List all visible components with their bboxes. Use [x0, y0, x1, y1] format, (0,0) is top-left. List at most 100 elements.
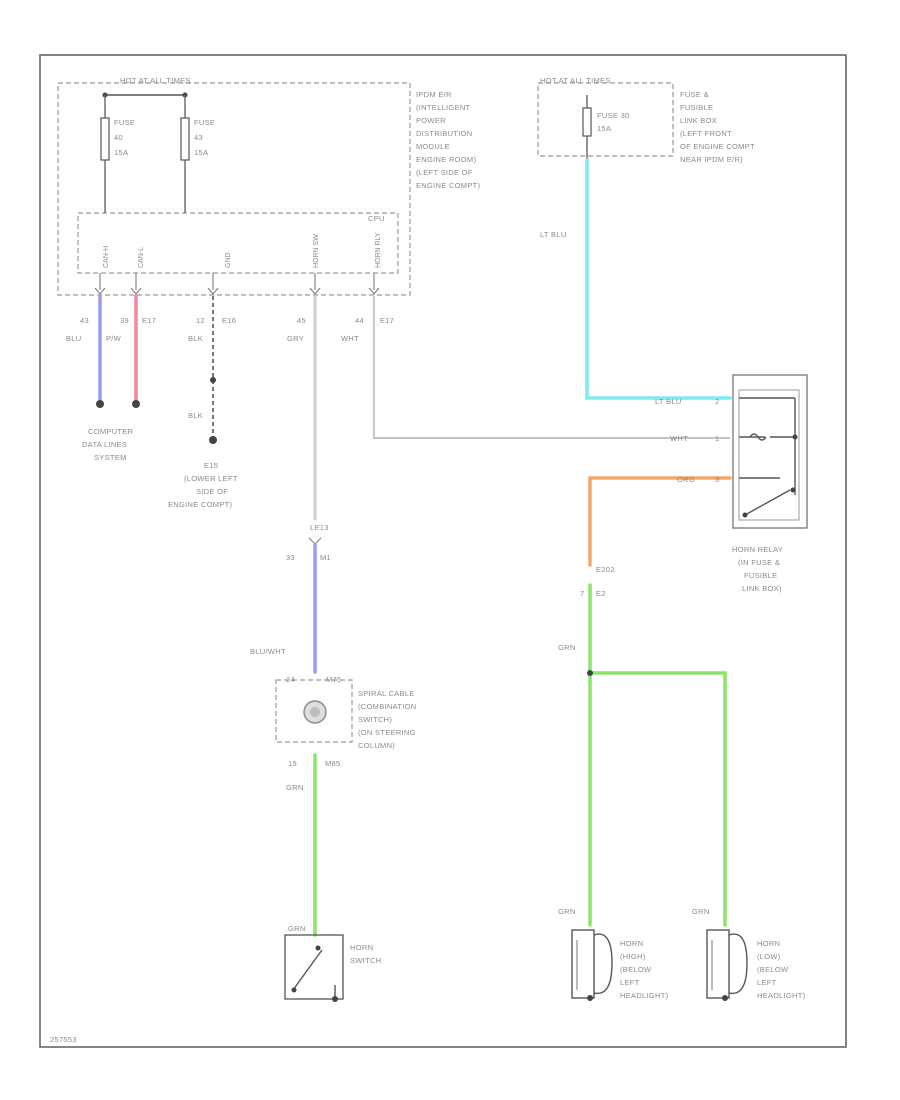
- svg-text:M1: M1: [320, 553, 331, 562]
- ipdm-hot-label: HOT AT ALL TIMES: [120, 76, 191, 85]
- figure-id: 257553: [50, 1035, 77, 1044]
- svg-text:DISTRIBUTION: DISTRIBUTION: [416, 129, 473, 138]
- svg-text:FUSIBLE: FUSIBLE: [680, 103, 713, 112]
- svg-text:E15: E15: [204, 461, 218, 470]
- svg-text:15A: 15A: [114, 148, 128, 157]
- svg-text:15: 15: [288, 759, 297, 768]
- ground-e15-icon: [209, 436, 217, 444]
- svg-text:12: 12: [196, 316, 205, 325]
- fuse-40-icon: [100, 117, 110, 161]
- ipdm-description: IPDM E/R (INTELLIGENT POWER DISTRIBUTION…: [416, 90, 480, 190]
- svg-text:M85: M85: [325, 759, 341, 768]
- svg-text:COMPUTER: COMPUTER: [88, 427, 134, 436]
- svg-text:(LEFT SIDE OF: (LEFT SIDE OF: [416, 168, 473, 177]
- svg-text:(LOW): (LOW): [757, 952, 781, 961]
- svg-text:HEADLIGHT): HEADLIGHT): [620, 991, 669, 1000]
- spiral-cable-label: SPIRAL CABLE (COMBINATION SWITCH) (ON ST…: [358, 689, 416, 750]
- svg-text:43: 43: [194, 133, 203, 142]
- svg-text:GRN: GRN: [558, 907, 576, 916]
- fuse-link-box: [537, 82, 674, 157]
- svg-text:LINK BOX: LINK BOX: [680, 116, 717, 125]
- relay-coil-icon: [749, 433, 767, 441]
- svg-text:(LOWER LEFT: (LOWER LEFT: [184, 474, 238, 483]
- svg-text:BLU/WHT: BLU/WHT: [250, 647, 286, 656]
- svg-text:HORN: HORN: [757, 939, 780, 948]
- svg-text:MODULE: MODULE: [416, 142, 450, 151]
- fuse-box-description: FUSE & FUSIBLE LINK BOX (LEFT FRONT OF E…: [680, 90, 755, 164]
- horn-relay-label: HORN RELAY (IN FUSE & FUSIBLE LINK BOX): [732, 545, 783, 593]
- svg-text:(HIGH): (HIGH): [620, 952, 646, 961]
- wire-org: [588, 476, 732, 567]
- svg-text:LE13: LE13: [310, 523, 329, 532]
- svg-text:E17: E17: [380, 316, 394, 325]
- svg-text:BLK: BLK: [188, 334, 203, 343]
- svg-text:45: 45: [297, 316, 306, 325]
- horn-high-label: HORN (HIGH) (BELOW LEFT HEADLIGHT): [620, 939, 669, 1000]
- svg-text:E202: E202: [596, 565, 615, 574]
- svg-text:39: 39: [120, 316, 129, 325]
- svg-text:(INTELLIGENT: (INTELLIGENT: [416, 103, 471, 112]
- horn-low-icon: [706, 929, 748, 1001]
- svg-text:44: 44: [355, 316, 364, 325]
- svg-text:HORN SW: HORN SW: [313, 234, 320, 268]
- svg-text:GRN: GRN: [692, 907, 710, 916]
- svg-text:FUSE &: FUSE &: [680, 90, 709, 99]
- svg-text:GRN: GRN: [558, 643, 576, 652]
- horn-switch-label: HORN SWITCH: [350, 943, 381, 965]
- horn-relay-box: [732, 374, 808, 529]
- svg-text:HORN: HORN: [620, 939, 643, 948]
- svg-text:33: 33: [286, 553, 295, 562]
- svg-text:CAN-L: CAN-L: [138, 247, 145, 268]
- ipdm-cpu-box: [77, 212, 399, 274]
- svg-text:ENGINE ROOM): ENGINE ROOM): [416, 155, 476, 164]
- svg-text:HORN RLY: HORN RLY: [375, 232, 382, 268]
- svg-text:HEADLIGHT): HEADLIGHT): [757, 991, 806, 1000]
- svg-text:2: 2: [715, 397, 719, 406]
- svg-text:FUSE: FUSE: [194, 118, 215, 127]
- svg-text:LINK BOX): LINK BOX): [742, 584, 782, 593]
- svg-text:1: 1: [715, 434, 719, 443]
- svg-text:43: 43: [80, 316, 89, 325]
- ipdm-pin-markers: [94, 287, 380, 295]
- svg-text:E16: E16: [222, 316, 236, 325]
- svg-text:WHT: WHT: [341, 334, 359, 343]
- wire-lt-blu: [585, 158, 732, 400]
- svg-text:SPIRAL CABLE: SPIRAL CABLE: [358, 689, 415, 698]
- svg-text:GRN: GRN: [286, 783, 304, 792]
- ipdm-cpu-label: CPU: [368, 214, 385, 223]
- computer-data-lines-label: COMPUTER DATA LINES SYSTEM: [82, 427, 134, 462]
- svg-text:P/W: P/W: [106, 334, 122, 343]
- svg-text:FUSE: FUSE: [114, 118, 135, 127]
- svg-text:(LEFT FRONT: (LEFT FRONT: [680, 129, 732, 138]
- svg-text:LEFT: LEFT: [620, 978, 640, 987]
- svg-text:NEAR IPDM E/R): NEAR IPDM E/R): [680, 155, 743, 164]
- svg-text:SIDE OF: SIDE OF: [196, 487, 228, 496]
- fuse-43-icon: [180, 117, 190, 161]
- svg-text:(IN FUSE &: (IN FUSE &: [738, 558, 780, 567]
- relay-switch-icon: [744, 489, 791, 516]
- svg-text:WHT: WHT: [670, 434, 688, 443]
- svg-text:GND: GND: [225, 252, 232, 268]
- svg-text:BLK: BLK: [188, 411, 203, 420]
- svg-text:OF ENGINE COMPT: OF ENGINE COMPT: [680, 142, 755, 151]
- svg-text:ENGINE COMPT): ENGINE COMPT): [168, 500, 233, 509]
- svg-text:IPDM E/R: IPDM E/R: [416, 90, 452, 99]
- svg-text:M75: M75: [326, 675, 342, 684]
- svg-text:BLU: BLU: [66, 334, 82, 343]
- svg-text:LT BLU: LT BLU: [540, 230, 567, 239]
- svg-text:40: 40: [114, 133, 123, 142]
- svg-text:E17: E17: [142, 316, 156, 325]
- svg-text:(BELOW: (BELOW: [757, 965, 789, 974]
- svg-text:(BELOW: (BELOW: [620, 965, 652, 974]
- svg-text:GRN: GRN: [288, 924, 306, 933]
- horn-switch-icon: [292, 949, 323, 991]
- svg-text:FUSIBLE: FUSIBLE: [744, 571, 777, 580]
- spiral-cable-box: [275, 679, 353, 743]
- svg-text:LEFT: LEFT: [757, 978, 777, 987]
- svg-text:FUSE 30: FUSE 30: [597, 111, 630, 120]
- svg-text:GRY: GRY: [287, 334, 304, 343]
- ipdm-outer-box: [57, 82, 411, 296]
- svg-text:SWITCH): SWITCH): [358, 715, 392, 724]
- wire-wht: [373, 296, 730, 439]
